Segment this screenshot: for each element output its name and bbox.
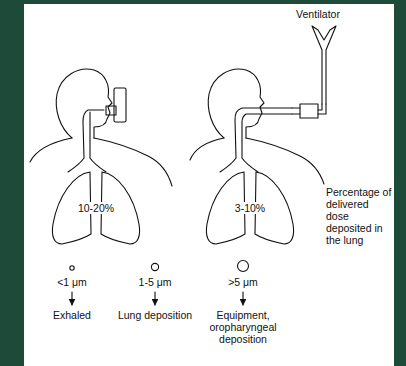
body-outline <box>190 138 324 184</box>
percentage-value: 10-20% <box>76 202 116 214</box>
spacer <box>300 104 318 118</box>
note-text: Percentage of delivered dose deposited i… <box>326 186 392 246</box>
connector-tube <box>292 104 326 114</box>
deposition-site: Exhaled <box>37 309 107 321</box>
particle-small <box>70 266 74 270</box>
ventilator-y-piece <box>312 26 336 104</box>
particle-large <box>238 261 249 272</box>
device-label: Ventilator <box>282 8 354 20</box>
airway <box>68 110 106 172</box>
deposition-site: Equipment, oropharyngeal deposition <box>202 309 284 345</box>
endotracheal-tube <box>220 108 292 172</box>
head-outline <box>56 69 112 138</box>
lung-outline: 10-20% <box>48 168 144 248</box>
deposition-site: Lung deposition <box>109 309 201 321</box>
particle-medium <box>151 263 158 270</box>
inhaler-mouthpiece <box>106 106 116 115</box>
down-arrow <box>71 292 72 305</box>
body-outline <box>30 138 172 186</box>
down-arrow <box>154 292 155 305</box>
down-arrow <box>242 292 243 305</box>
inhaler-canister <box>114 88 126 122</box>
percentage-value: 3-10% <box>233 202 267 214</box>
head-outline <box>208 69 264 138</box>
particle-size: >5 μm <box>213 276 273 288</box>
particle-size: 1-5 μm <box>125 276 185 288</box>
particle-size: <1 μm <box>42 276 102 288</box>
lung-outline: 3-10% <box>202 168 298 248</box>
